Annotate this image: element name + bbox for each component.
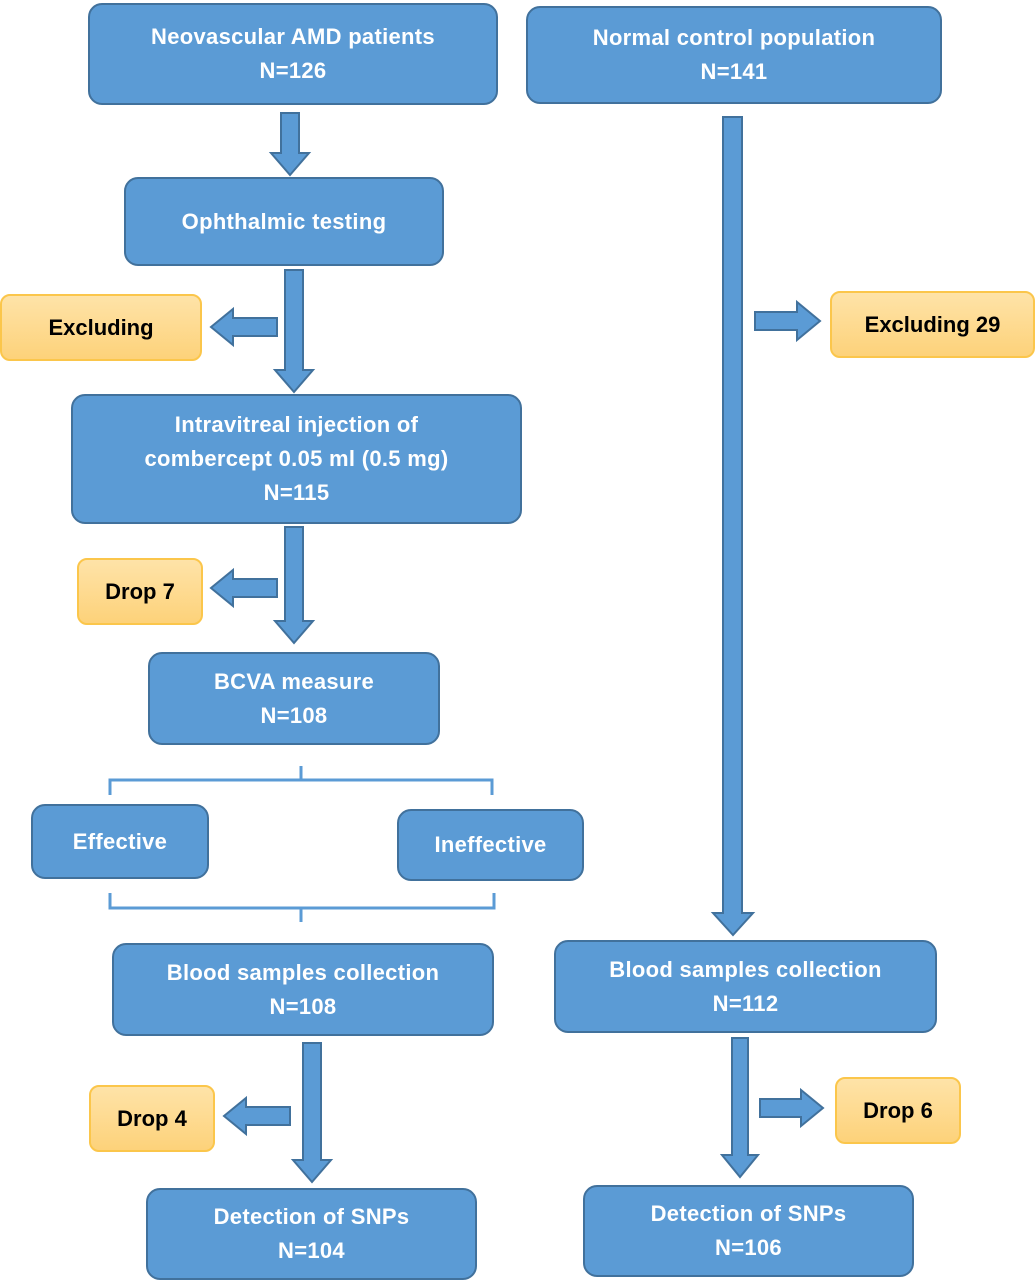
detection-snps-box-left: Detection of SNPs N=104 xyxy=(146,1188,477,1280)
arrow-right-drop xyxy=(759,1087,825,1129)
neovascular-amd-patients-box: Neovascular AMD patients N=126 xyxy=(88,3,498,105)
arrow-left-drop1 xyxy=(209,567,278,609)
box-line-1: Intravitreal injection of xyxy=(174,412,419,437)
box-title: Detection of SNPs xyxy=(650,1201,847,1226)
drop-6-note: Drop 6 xyxy=(835,1077,961,1144)
ophthalmic-testing-box: Ophthalmic testing xyxy=(124,177,444,266)
detection-snps-box-right: Detection of SNPs N=106 xyxy=(583,1185,914,1277)
box-title: Blood samples collection xyxy=(609,956,882,982)
note-label: Drop 7 xyxy=(105,578,175,604)
box-title: Normal control population xyxy=(592,25,876,50)
arrow-down-1 xyxy=(268,112,312,177)
box-count: N=108 xyxy=(260,702,328,728)
arrow-down-2 xyxy=(272,269,316,394)
box-title: Neovascular AMD patients xyxy=(151,24,435,49)
arrow-left-drop2 xyxy=(222,1095,291,1137)
box-title: BCVA measure xyxy=(213,668,375,694)
normal-control-population-box: Normal control population N=141 xyxy=(526,6,942,104)
blood-samples-box-right: Blood samples collection N=112 xyxy=(554,940,937,1033)
blood-samples-box-left: Blood samples collection N=108 xyxy=(112,943,494,1036)
effective-box: Effective xyxy=(31,804,209,879)
box-label: Effective xyxy=(72,828,168,854)
arrow-down-4 xyxy=(290,1042,334,1184)
drop-7-note: Drop 7 xyxy=(77,558,203,625)
arrow-left-excluding xyxy=(209,306,278,348)
note-label: Drop 4 xyxy=(117,1105,187,1131)
excluding-29-note: Excluding 29 xyxy=(830,291,1035,358)
box-title: Blood samples collection xyxy=(166,959,440,985)
box-count: N=126 xyxy=(259,58,327,83)
intravitreal-injection-box: Intravitreal injection of combercept 0.0… xyxy=(71,394,522,524)
bcva-measure-box: BCVA measure N=108 xyxy=(148,652,440,745)
arrow-down-3 xyxy=(272,526,316,645)
box-count: N=106 xyxy=(715,1235,782,1260)
box-line-2: combercept 0.05 ml (0.5 mg) xyxy=(144,446,449,471)
drop-4-note: Drop 4 xyxy=(89,1085,215,1152)
box-title: Ophthalmic testing xyxy=(181,208,387,234)
top-brace xyxy=(108,766,494,795)
note-label: Excluding xyxy=(48,314,154,340)
box-count: N=108 xyxy=(269,993,337,1019)
box-count: N=104 xyxy=(278,1238,345,1263)
box-count: N=112 xyxy=(712,990,779,1016)
box-label: Ineffective xyxy=(434,832,547,857)
box-count: N=141 xyxy=(700,59,768,84)
ineffective-box: Ineffective xyxy=(397,809,584,881)
arrow-right-excluding xyxy=(754,299,822,343)
note-label: Excluding 29 xyxy=(864,311,1001,337)
arrow-down-right-short xyxy=(719,1037,761,1179)
bottom-brace xyxy=(108,893,496,922)
excluding-note-left: Excluding xyxy=(0,294,202,361)
box-title: Detection of SNPs xyxy=(213,1204,410,1229)
note-label: Drop 6 xyxy=(863,1097,933,1123)
arrow-down-right-long xyxy=(710,116,756,937)
box-count: N=115 xyxy=(263,480,330,505)
